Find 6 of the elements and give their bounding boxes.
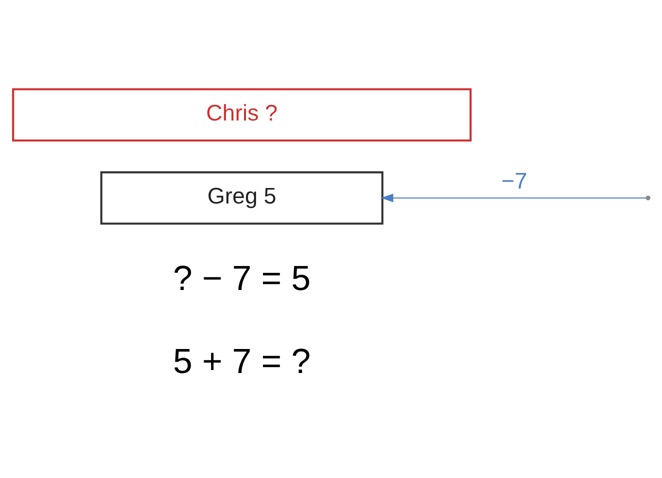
node-box: Greg 5: [100, 170, 383, 224]
node-box: Chris ?: [12, 88, 472, 142]
label: 5 + 7 = ?: [172, 342, 310, 381]
label: ? − 7 = 5: [172, 258, 310, 298]
edge-label: −7: [500, 168, 527, 193]
arrow: [380, 193, 646, 202]
